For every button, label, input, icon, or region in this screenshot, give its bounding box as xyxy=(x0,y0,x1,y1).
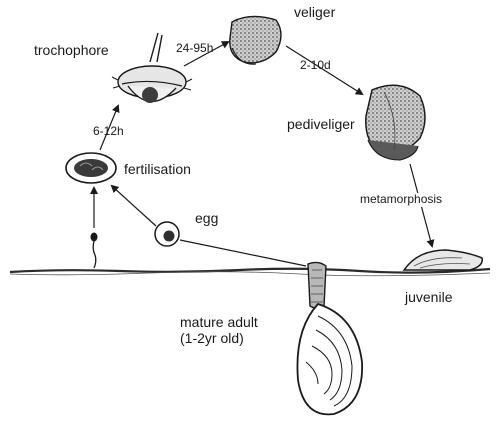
label-juvenile: juvenile xyxy=(405,289,452,305)
adult-mussel-icon xyxy=(297,262,362,414)
veliger-larva-icon xyxy=(230,16,281,64)
label-transition-2-10d: 2-10d xyxy=(300,59,331,73)
label-mature-adult-line2: (1-2yr old) xyxy=(180,330,258,346)
arrow-egg-to-fertilisation xyxy=(112,186,156,226)
line-adult-to-egg xyxy=(180,240,306,266)
fertilised-egg-icon xyxy=(66,153,116,183)
label-egg: egg xyxy=(195,210,218,226)
label-mature-adult-line1: mature adult xyxy=(180,314,258,330)
label-pediveliger: pediveliger xyxy=(287,116,355,132)
sperm-icon xyxy=(91,233,98,269)
juvenile-mussel-icon xyxy=(404,250,482,270)
label-fertilisation: fertilisation xyxy=(124,161,191,177)
label-mature-adult: mature adult (1-2yr old) xyxy=(180,314,258,346)
label-transition-metamorphosis: metamorphosis xyxy=(358,193,444,207)
label-veliger: veliger xyxy=(294,4,335,20)
label-trochophore: trochophore xyxy=(34,42,109,58)
pediveliger-larva-icon xyxy=(366,85,425,160)
label-transition-24-95h: 24-95h xyxy=(176,42,213,56)
label-transition-6-12h: 6-12h xyxy=(93,125,124,139)
egg-icon xyxy=(155,222,179,246)
